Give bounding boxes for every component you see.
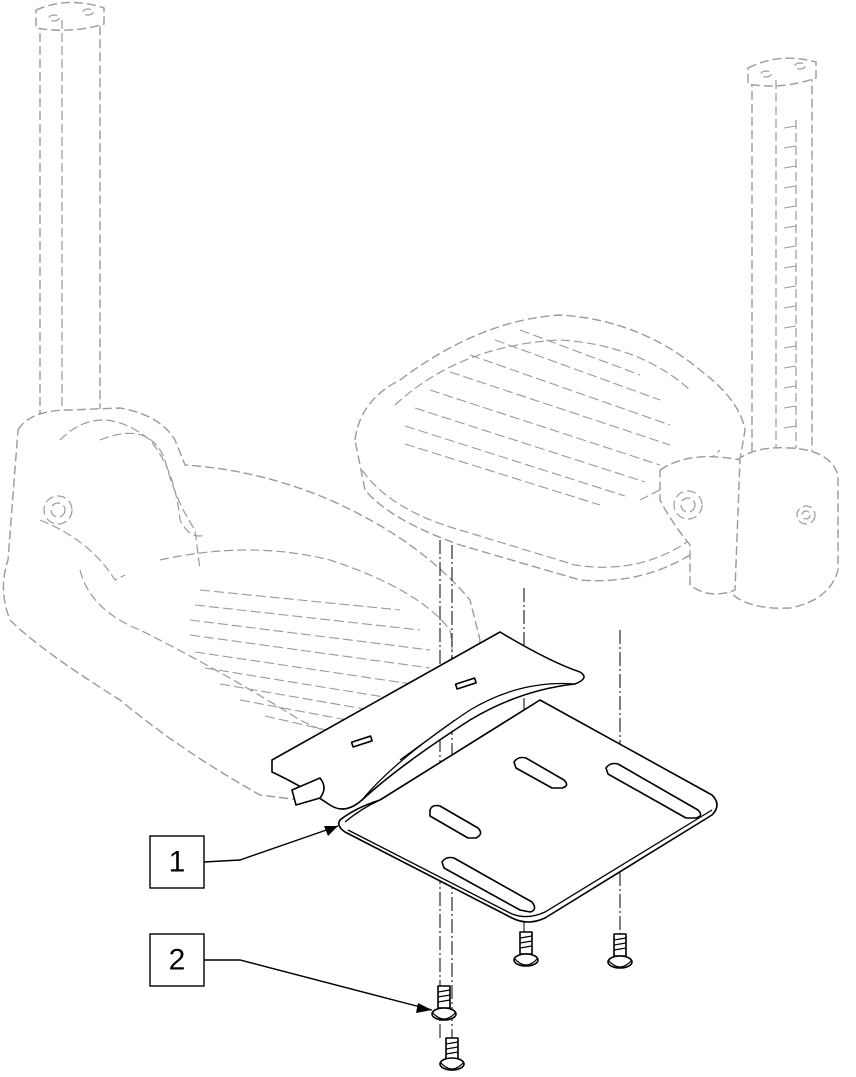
right-hanger-tube <box>747 57 817 481</box>
callout-number: 2 <box>169 944 186 977</box>
ghost-footrest-assembly <box>2 1 839 801</box>
footplate-bracket-part <box>271 631 718 923</box>
screw <box>607 933 633 969</box>
left-hanger-tube <box>35 1 105 436</box>
callout-2: 2 <box>149 933 433 1013</box>
left-footplate-ghost <box>2 407 481 801</box>
callout-1: 1 <box>149 825 339 889</box>
leader-line <box>204 959 433 1011</box>
screw <box>439 1037 465 1071</box>
screw <box>513 931 539 967</box>
screw-parts <box>431 931 633 1071</box>
callout-box <box>149 835 205 889</box>
leader-arrowhead <box>324 826 338 836</box>
screw <box>431 985 457 1021</box>
right-tread-lines <box>404 329 671 506</box>
right-hinge-ghost <box>659 446 839 609</box>
callout-box <box>149 933 205 987</box>
height-scale-marks <box>783 125 797 429</box>
callout-number: 1 <box>169 846 186 879</box>
leader-arrowhead <box>416 1003 432 1013</box>
leader-line <box>203 825 339 863</box>
